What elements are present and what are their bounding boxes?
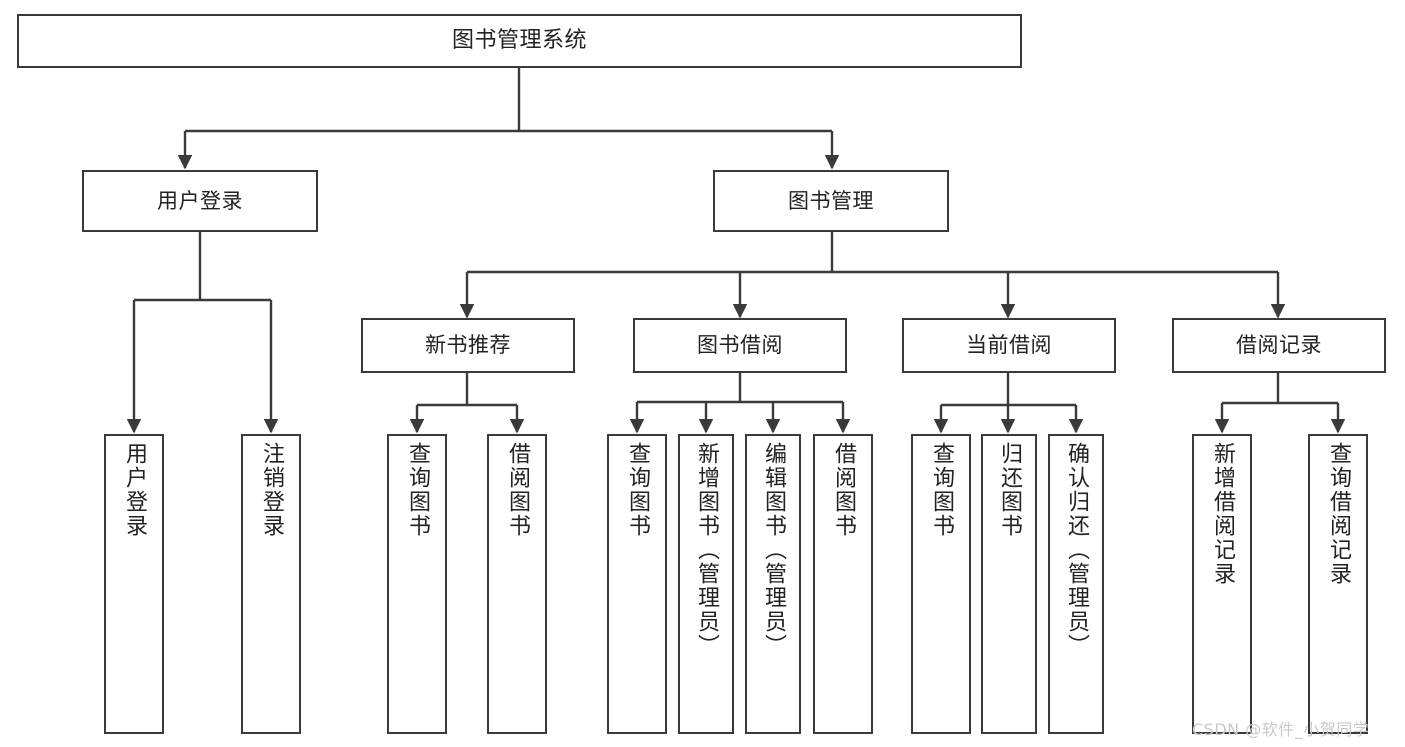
node-book-manage-label: 图书管理	[788, 188, 874, 213]
node-current-borrow-label: 当前借阅	[966, 333, 1052, 358]
leaf-confirm-return-label: 确认归还（管理员）	[1064, 442, 1089, 658]
leaf-borrow-book-1[interactable]: 借阅图书	[487, 434, 547, 734]
leaf-query-book-2-label: 查询图书	[625, 442, 650, 538]
node-root-system[interactable]: 图书管理系统	[17, 14, 1022, 68]
leaf-confirm-return[interactable]: 确认归还（管理员）	[1048, 434, 1104, 734]
leaf-borrow-book-2[interactable]: 借阅图书	[813, 434, 873, 734]
leaf-query-book-3-label: 查询图书	[929, 442, 954, 538]
leaf-add-record[interactable]: 新增借阅记录	[1192, 434, 1252, 734]
leaf-logout-login[interactable]: 注销登录	[241, 434, 301, 734]
leaf-edit-book[interactable]: 编辑图书（管理员）	[745, 434, 801, 734]
leaf-user-login-label: 用户登录	[122, 442, 147, 538]
node-new-book-recommend-label: 新书推荐	[425, 333, 511, 358]
node-user-login-label: 用户登录	[157, 188, 243, 213]
node-book-borrow-label: 图书借阅	[697, 333, 783, 358]
node-root-system-label: 图书管理系统	[451, 28, 587, 54]
leaf-add-book[interactable]: 新增图书（管理员）	[678, 434, 734, 734]
node-borrow-record-label: 借阅记录	[1236, 333, 1322, 358]
leaf-return-book[interactable]: 归还图书	[981, 434, 1037, 734]
leaf-edit-book-label: 编辑图书（管理员）	[761, 442, 786, 658]
leaf-borrow-book-1-label: 借阅图书	[505, 442, 530, 538]
leaf-query-record-label: 查询借阅记录	[1326, 442, 1351, 586]
node-user-login[interactable]: 用户登录	[82, 170, 318, 232]
leaf-borrow-book-2-label: 借阅图书	[831, 442, 856, 538]
leaf-query-record[interactable]: 查询借阅记录	[1308, 434, 1368, 734]
leaf-query-book-3[interactable]: 查询图书	[911, 434, 971, 734]
leaf-add-book-label: 新增图书（管理员）	[694, 442, 719, 658]
csdn-watermark: CSDN @软件_小贺同学	[1192, 720, 1370, 739]
leaf-query-book-2[interactable]: 查询图书	[607, 434, 667, 734]
leaf-query-book-1-label: 查询图书	[405, 442, 430, 538]
leaf-return-book-label: 归还图书	[997, 442, 1022, 538]
leaf-user-login[interactable]: 用户登录	[104, 434, 164, 734]
node-new-book-recommend[interactable]: 新书推荐	[361, 318, 575, 373]
leaf-query-book-1[interactable]: 查询图书	[387, 434, 447, 734]
node-book-borrow[interactable]: 图书借阅	[633, 318, 847, 373]
node-book-manage[interactable]: 图书管理	[713, 170, 949, 232]
leaf-add-record-label: 新增借阅记录	[1210, 442, 1235, 586]
leaf-logout-login-label: 注销登录	[259, 442, 284, 538]
node-borrow-record[interactable]: 借阅记录	[1172, 318, 1386, 373]
node-current-borrow[interactable]: 当前借阅	[902, 318, 1116, 373]
